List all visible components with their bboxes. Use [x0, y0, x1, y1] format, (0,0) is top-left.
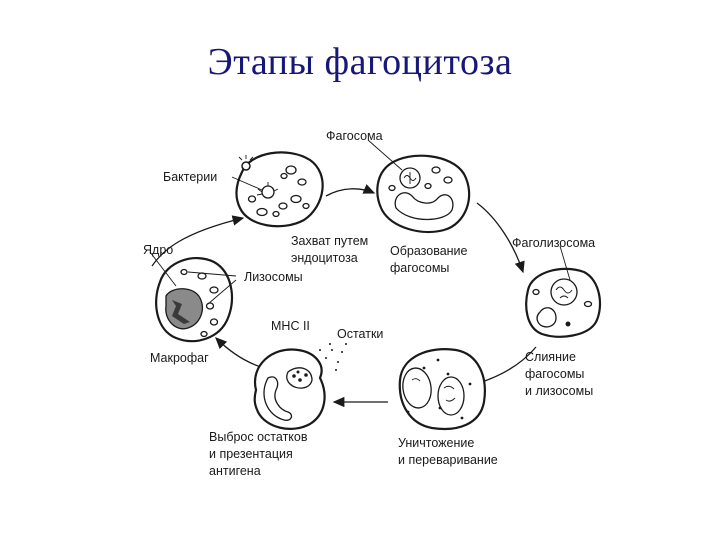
arrow-macrophage-to-capture	[151, 215, 245, 267]
label-formation-1: Образование	[390, 244, 468, 258]
cell-fusion	[525, 245, 602, 338]
label-fusion-3: и лизосомы	[525, 384, 593, 398]
arrow-formation-to-fusion	[476, 202, 525, 274]
label-capture-2: эндоцитоза	[291, 251, 358, 265]
bacterium-icon	[241, 161, 251, 171]
label-phagosome: Фагосома	[326, 129, 383, 143]
arrow-capture-to-formation	[325, 184, 376, 197]
label-destroy-1: Уничтожение	[398, 436, 474, 450]
label-destroy-2: и переваривание	[398, 453, 498, 467]
cell-capture	[231, 151, 324, 228]
label-lysosomes: Лизосомы	[244, 270, 303, 284]
label-release-1: Выброс остатков	[209, 430, 308, 444]
label-mhc: MHC II	[271, 319, 310, 333]
label-remnants: Остатки	[337, 327, 383, 341]
nucleus	[165, 288, 203, 330]
label-macrophage: Макрофаг	[150, 351, 209, 365]
label-fusion-1: Слияние	[525, 350, 576, 364]
cell-formation	[367, 139, 471, 234]
label-bacteria: Бактерии	[163, 170, 217, 184]
label-release-3: антигена	[209, 464, 261, 478]
arrow-release-to-macrophage	[215, 337, 265, 369]
label-release-2: и презентация	[209, 447, 293, 461]
cell-destroy	[398, 348, 486, 430]
label-fusion-2: фагосомы	[525, 367, 584, 381]
label-phagolysosome: Фаголизосома	[512, 236, 595, 250]
cell-release	[253, 343, 347, 430]
label-nucleus: Ядро	[143, 243, 173, 257]
label-capture-1: Захват путем	[291, 234, 368, 248]
cell-macrophage	[149, 251, 237, 343]
slide-title: Этапы фагоцитоза	[207, 41, 513, 83]
label-formation-2: фагосомы	[390, 261, 449, 275]
